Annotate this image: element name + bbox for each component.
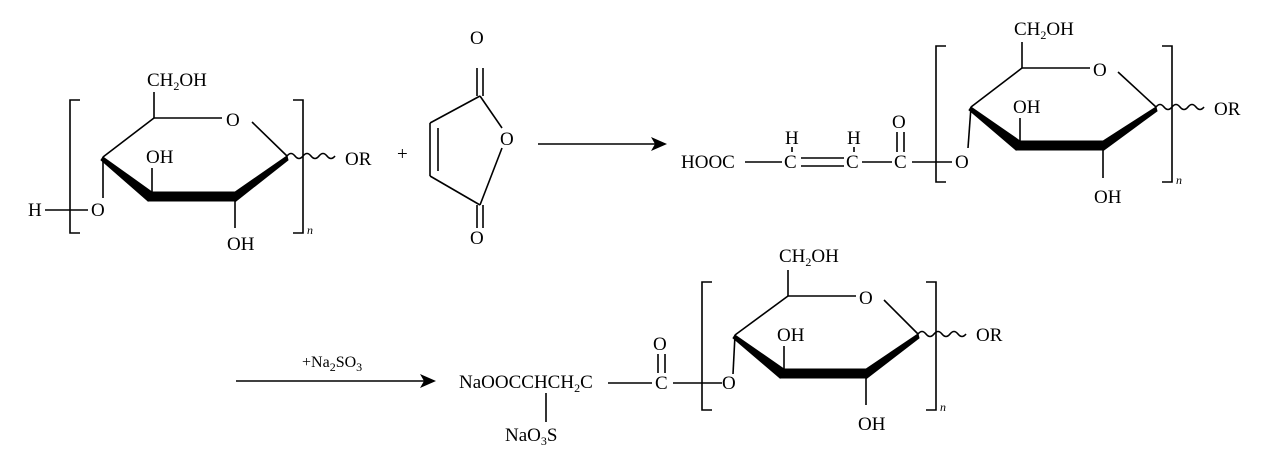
hydroxyl-upper: OH [146, 147, 174, 168]
carbonyl-oxygen: O [892, 112, 906, 133]
bold-bond-bottom [1015, 140, 1104, 151]
ring-oxygen: O [859, 288, 873, 309]
svg-text:CH2OH: CH2OH [147, 70, 207, 93]
bond-to-glycosidic-o [967, 106, 972, 149]
ring-bond-c5-c4 [734, 295, 789, 336]
hooc-group: HOOC [681, 152, 735, 173]
glycosidic-oxygen: O [722, 373, 736, 394]
ring-bond-c5-c4 [970, 67, 1023, 108]
bond-c2-o [479, 95, 503, 129]
or-group: OR [976, 325, 1003, 346]
naoocchch-group: NaOOCCHCH2C [459, 372, 593, 395]
vinyl-carbon-2: C [846, 152, 859, 173]
ring-oxygen: O [226, 110, 240, 131]
hydroxyl-upper: OH [1013, 97, 1041, 118]
maleate-starch-product: HOOC C H C H C O n CH2OH O [681, 19, 1241, 208]
vinyl-hydrogen-2: H [847, 128, 861, 149]
carbonyl-carbon: C [894, 152, 907, 173]
or-group: OR [1214, 99, 1241, 120]
vinyl-hydrogen-1: H [785, 128, 799, 149]
glycosidic-oxygen: O [91, 200, 105, 221]
carbonyl-oxygen-bottom: O [470, 228, 484, 249]
vinyl-carbon-1: C [784, 152, 797, 173]
bold-bond-bottom [147, 191, 236, 202]
wedge-bond-right [865, 333, 920, 379]
sulfosuccinate-starch-product: NaOOCCHCH2C NaO3S C O n CH2OH O OH [459, 246, 1003, 448]
bond-to-glycosidic-o [732, 334, 736, 375]
bond-c2-c3 [429, 95, 481, 124]
anhydride-oxygen: O [500, 129, 514, 150]
ring-oxygen: O [1093, 60, 1107, 81]
svg-text:CH2OH: CH2OH [1014, 19, 1074, 42]
bold-bond-bottom [779, 368, 867, 379]
ring-bond-o-c1 [883, 299, 919, 335]
wedge-bond-left [100, 156, 153, 202]
wavy-bond [286, 152, 336, 160]
maleic-anhydride: O O O [429, 28, 514, 249]
reagent-label: +Na2SO3 [302, 354, 362, 374]
hydroxyl-lower: OH [1094, 187, 1122, 208]
repeat-n-label: n [1176, 173, 1182, 187]
right-bracket [926, 281, 937, 411]
hydroxyl-upper: OH [777, 325, 805, 346]
carbonyl-oxygen-top: O [470, 28, 484, 49]
ring-bond-c5-c4 [102, 117, 155, 158]
bond-o-c5 [479, 147, 503, 206]
left-bracket [935, 45, 946, 183]
nao3s-group: NaO3S [505, 425, 557, 448]
hydroxyl-lower: OH [858, 414, 886, 435]
right-bracket [1162, 45, 1173, 183]
wavy-bond [1155, 103, 1205, 111]
or-group: OR [345, 149, 372, 170]
glycosidic-oxygen: O [955, 152, 969, 173]
carbonyl-oxygen: O [653, 334, 667, 355]
left-bracket [69, 99, 80, 234]
reaction-arrow-2: +Na2SO3 [236, 354, 436, 388]
ring-bond-o-c1 [1117, 71, 1157, 108]
hydrogen-end: H [28, 200, 42, 221]
wavy-bond [917, 330, 967, 338]
right-bracket [293, 99, 304, 234]
wedge-bond-right [234, 155, 289, 202]
ring-bond-o-c1 [251, 121, 288, 157]
svg-text:CH2OH: CH2OH [779, 246, 839, 269]
wedge-bond-right [1102, 106, 1158, 151]
reaction-arrow-1 [538, 137, 667, 151]
repeat-n-label: n [940, 400, 946, 414]
plus-sign: + [397, 144, 408, 165]
bond-c4-c5 [429, 175, 481, 206]
left-bracket [701, 281, 712, 411]
starch-unit-reactant: n CH2OH O OH OH OR H O [28, 70, 372, 255]
carbonyl-carbon: C [655, 373, 668, 394]
repeat-n-label: n [307, 223, 313, 237]
hydroxyl-lower: OH [227, 234, 255, 255]
